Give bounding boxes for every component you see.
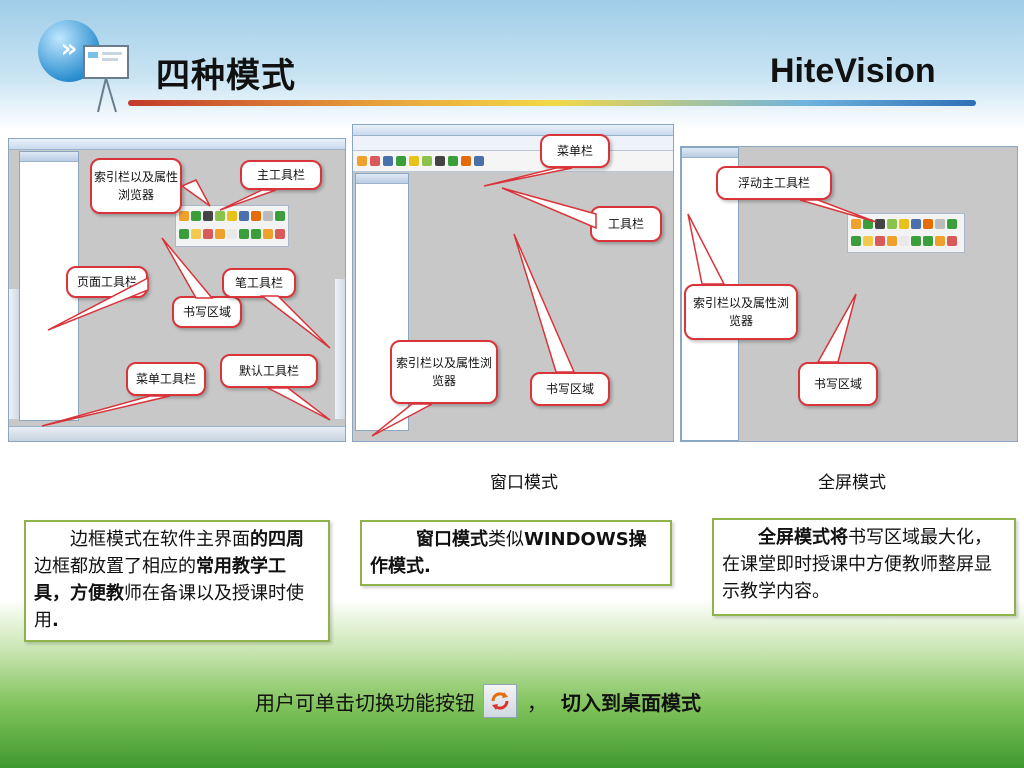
bottom-toolbar [9,426,345,441]
footer-instruction: 用户可单击切换功能按钮 ， 切入到桌面模式 [255,684,701,718]
callout-default-toolbar: 默认工具栏 [220,354,318,388]
callout-main-toolbar: 主工具栏 [240,160,322,190]
callout-index-panel: 索引栏以及属性浏览器 [390,340,498,404]
window-mode-caption: 窗口模式 [490,473,558,493]
callout-pen-toolbar: 笔工具栏 [222,268,296,298]
callout-writing-area: 书写区域 [798,362,878,406]
window-mode-description: 窗口模式类似WINDOWS操作模式. [360,520,672,586]
window-titlebar [9,139,345,150]
switch-mode-icon[interactable] [483,684,517,718]
main-toolbar [175,205,289,247]
brand-logo: HiteVision [770,52,936,90]
pen-toolbar [335,279,345,419]
header-divider [128,100,976,106]
fullscreen-mode-caption: 全屏模式 [818,473,886,493]
window-titlebar [353,125,673,136]
whiteboard-icon [83,45,129,113]
toolbar-tool-icon [179,211,189,221]
callout-page-toolbar: 页面工具栏 [66,266,148,298]
callout-index-panel: 索引栏以及属性浏览器 [684,284,798,340]
callout-writing-area: 书写区域 [530,372,610,406]
callout-menu-bar: 菜单栏 [540,134,610,168]
fullscreen-mode-description: 全屏模式将书写区域最大化，在课堂即时授课中方便教师整屏显示教学内容。 [712,518,1016,616]
page-title: 四种模式 [156,56,296,96]
page-toolbar [9,289,19,419]
callout-menu-toolbar: 菜单工具栏 [126,362,206,396]
callout-floating-toolbar: 浮动主工具栏 [716,166,832,200]
border-mode-description: 边框模式在软件主界面的四周边框都放置了相应的常用教学工具，方便教师在备课以及授课… [24,520,330,642]
